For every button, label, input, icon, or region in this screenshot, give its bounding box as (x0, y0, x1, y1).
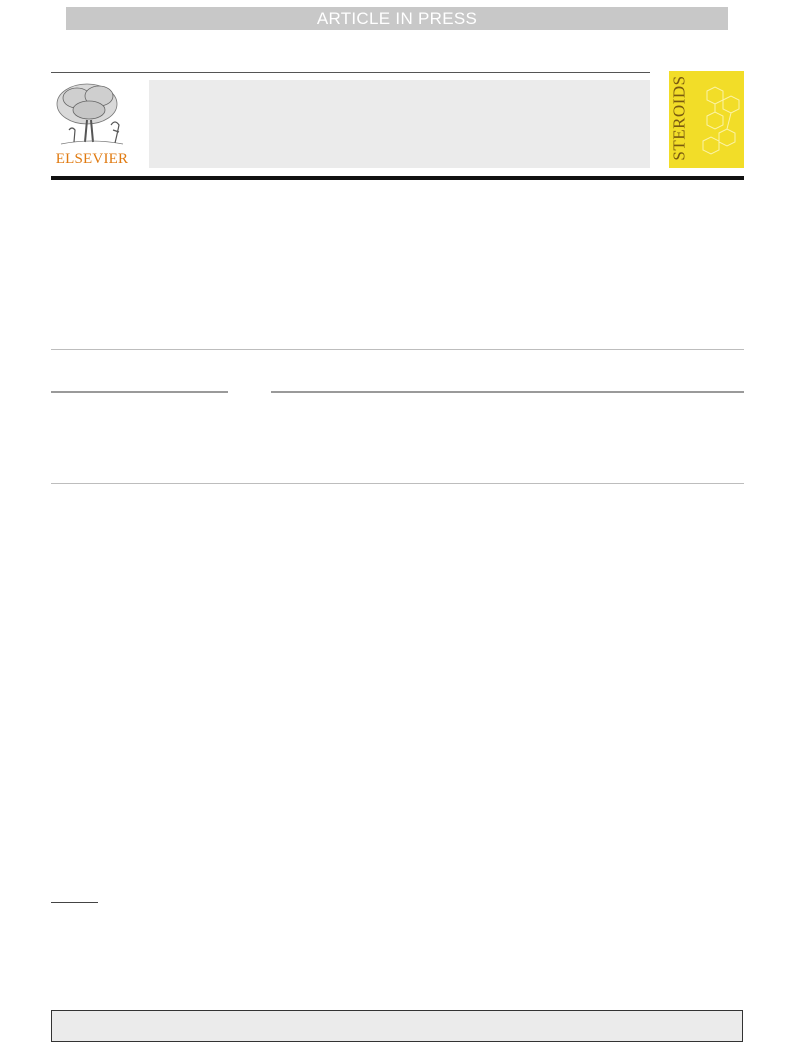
journal-cover-thumbnail: STEROIDS (669, 71, 744, 168)
article-in-press-banner: ARTICLE IN PRESS (66, 7, 728, 30)
header-bottom-rule (51, 176, 744, 180)
elsevier-logo: ELSEVIER (51, 80, 133, 170)
publisher-name: ELSEVIER (55, 151, 129, 167)
article-info-divider (51, 391, 228, 393)
molecule-pattern-icon (702, 86, 740, 155)
journal-header-panel (149, 80, 650, 168)
footnote-rule (51, 902, 98, 903)
section-divider-bottom (51, 483, 744, 484)
section-divider-top (51, 349, 744, 350)
elsevier-tree-icon (56, 83, 124, 145)
header-top-rule (51, 72, 650, 73)
citation-footer-box (51, 1010, 743, 1042)
abstract-divider (271, 391, 744, 393)
